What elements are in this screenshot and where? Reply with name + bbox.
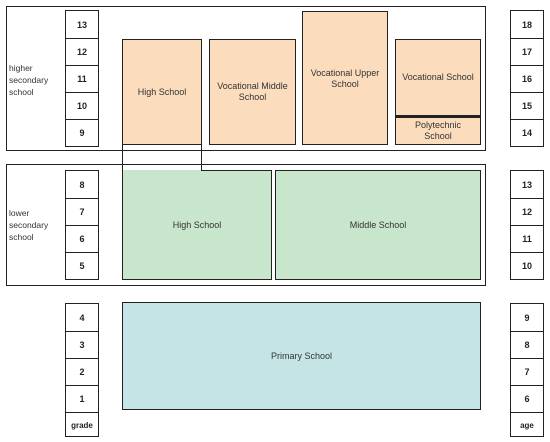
grade-footer-label: grade xyxy=(66,412,98,438)
high-school-connector-left xyxy=(122,145,123,171)
grade-cell: 7 xyxy=(66,198,98,225)
age-cell: 7 xyxy=(511,358,543,385)
age-cell: 10 xyxy=(511,252,543,279)
grade-cell: 13 xyxy=(76,19,87,30)
middle-school-box: Middle School xyxy=(275,170,481,280)
age-column-lower: 13 12 11 10 xyxy=(510,170,544,280)
grade-cell: 3 xyxy=(66,331,98,358)
grade-column-lower: 8 7 6 5 xyxy=(65,170,99,280)
lower-secondary-label: lower secondary school xyxy=(9,208,49,242)
age-cell: 17 xyxy=(511,38,543,65)
age-cell: 9 xyxy=(524,312,530,323)
grade-cell: 8 xyxy=(79,179,85,190)
age-column-higher: 18 17 16 15 14 xyxy=(510,10,544,147)
age-footer-label: age xyxy=(511,412,543,438)
age-cell: 12 xyxy=(511,198,543,225)
vocational-middle-school-box: Vocational Middle School xyxy=(209,39,296,145)
grade-column-primary: 4 3 2 1 grade xyxy=(65,303,99,437)
higher-secondary-label: higher secondary school xyxy=(9,63,49,97)
grade-cell: 10 xyxy=(66,92,98,119)
grade-cell: 5 xyxy=(66,252,98,279)
age-cell: 18 xyxy=(521,19,532,30)
age-cell: 16 xyxy=(511,65,543,92)
age-column-primary: 9 8 7 6 age xyxy=(510,303,544,437)
age-cell: 8 xyxy=(511,331,543,358)
high-school-upper-box: High School xyxy=(122,39,202,145)
grade-cell: 11 xyxy=(66,65,98,92)
high-school-lower-box: High School xyxy=(122,170,272,280)
age-cell: 13 xyxy=(521,179,532,190)
high-school-connector-gap xyxy=(123,170,201,172)
age-cell: 15 xyxy=(511,92,543,119)
age-cell: 14 xyxy=(511,119,543,146)
grade-cell: 2 xyxy=(66,358,98,385)
primary-school-box: Primary School xyxy=(122,302,481,410)
grade-cell: 6 xyxy=(66,225,98,252)
vocational-school-box: Vocational School xyxy=(395,39,481,116)
high-school-connector-right xyxy=(201,145,202,171)
vocational-upper-school-box: Vocational Upper School xyxy=(302,11,388,145)
age-cell: 11 xyxy=(511,225,543,252)
grade-column-higher: 13 12 11 10 9 xyxy=(65,10,99,147)
polytechnic-school-box: Polytechnic School xyxy=(395,116,481,145)
grade-cell: 9 xyxy=(66,119,98,146)
grade-cell: 12 xyxy=(66,38,98,65)
grade-cell: 1 xyxy=(66,385,98,412)
grade-cell: 4 xyxy=(79,312,85,323)
age-cell: 6 xyxy=(511,385,543,412)
